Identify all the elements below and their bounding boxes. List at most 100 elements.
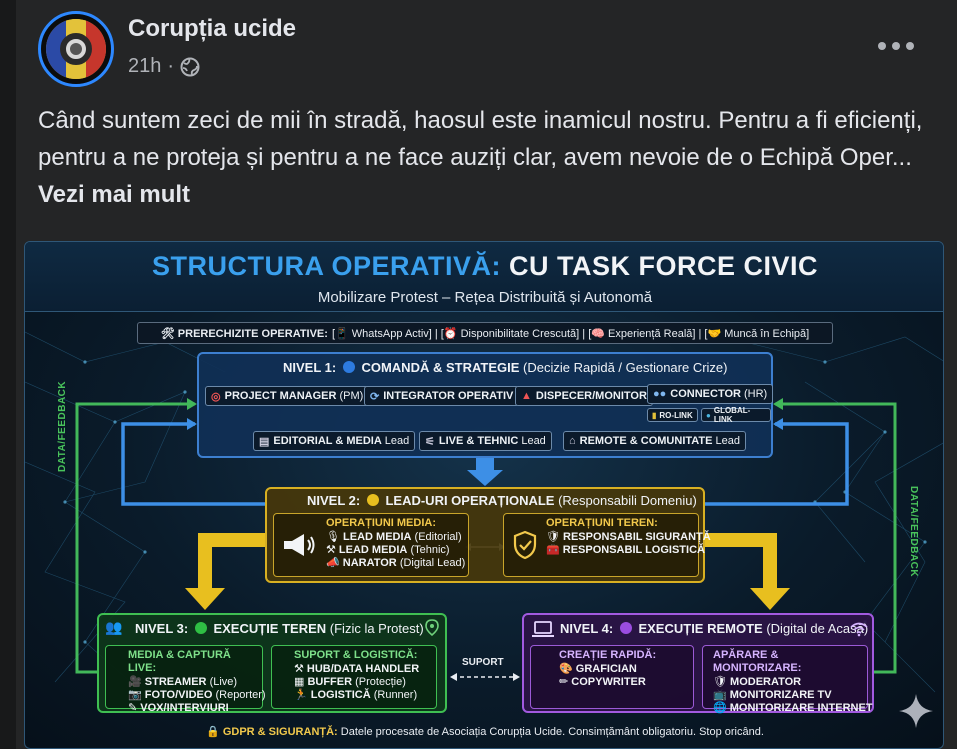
level-4-title: NIVEL 4: EXECUȚIE REMOTE (Digital de Aca… <box>560 621 868 636</box>
role-label: PROJECT MANAGER <box>224 390 337 402</box>
green-circle-icon <box>194 622 207 634</box>
level-2-box: NIVEL 2: LEAD-URI OPERAȚIONALE (Responsa… <box>265 487 711 583</box>
defense-monitoring-panel: APĂRARE & MONITORIZARE: 🛡 MODERATOR 📺 MO… <box>702 645 873 714</box>
dot-icon <box>892 42 900 50</box>
more-options-button[interactable] <box>878 40 914 52</box>
see-more-link[interactable]: Vezi mai mult <box>38 181 191 208</box>
role-connector: ●● CONNECTOR (HR) <box>647 384 774 404</box>
level-note: (Decizie Rapidă / Gestionare Crize) <box>523 360 728 375</box>
support-logistics-panel: SUPORT & LOGISTICĂ: ⚒ HUB/DATA HANDLER ▦… <box>271 645 437 709</box>
sync-icon: ⟳ <box>370 390 380 403</box>
panel-row: ⚒ LEAD MEDIA (Tehnic) <box>326 544 450 556</box>
panel-row: ⚒ HUB/DATA HANDLER <box>294 663 420 675</box>
panel-row: 🌐 MONITORIZARE INTERNET <box>713 702 873 714</box>
level-4-box: NIVEL 4: EXECUȚIE REMOTE (Digital de Aca… <box>522 613 874 714</box>
lead-suffix: Lead <box>384 435 410 447</box>
panel-row: 📣 NARATOR (Digital Lead) <box>326 557 466 569</box>
role-label: INTEGRATOR OPERATIV <box>383 390 514 402</box>
role-integrator: ⟳ INTEGRATOR OPERATIV <box>364 386 520 406</box>
level-note: (Responsabili Domeniu) <box>558 493 697 508</box>
home-icon: ⌂ <box>569 435 576 447</box>
panel-row: 🎥 STREAMER (Live) <box>128 676 238 688</box>
post-time[interactable]: 21h <box>128 55 162 77</box>
level-label: NIVEL 4: <box>560 621 614 636</box>
title-part-2: CU TASK FORCE CIVIC <box>509 251 819 281</box>
post-body: Când suntem zeci de mii în stradă, haosu… <box>38 107 923 171</box>
page-avatar[interactable] <box>38 11 114 87</box>
lead-suffix: Lead <box>521 435 546 447</box>
flag-icon: ▮ <box>652 410 657 420</box>
prereq-items: [📱 WhatsApp Activ] | [⏰ Disponibilitate … <box>331 327 810 340</box>
mic-icon: 🎙 <box>326 531 344 543</box>
badge-label: GLOBAL-LINK <box>713 406 751 424</box>
panel-row: 🛡 MODERATOR <box>713 676 802 688</box>
box-icon: 🧰 <box>546 544 563 556</box>
infographic-title: STRUCTURA OPERATIVĂ: CU TASK FORCE CIVIC <box>25 251 943 282</box>
tools-icon: ⚒ <box>326 544 339 556</box>
wifi-icon <box>850 622 868 637</box>
panel-row: ✎ VOX/INTERVIURI <box>128 702 229 714</box>
level-3-title: NIVEL 3: EXECUȚIE TEREN (Fizic la Protes… <box>135 621 424 636</box>
panel-row: 🏃 LOGISTICĂ (Runner) <box>294 689 418 701</box>
group-icon: 👥 <box>105 619 123 635</box>
megaphone-small-icon: 📣 <box>326 557 343 569</box>
tv-icon: 📺 <box>713 689 730 701</box>
post-text: Când suntem zeci de mii în stradă, haosu… <box>38 102 938 213</box>
infographic-image[interactable]: STRUCTURA OPERATIVĂ: CU TASK FORCE CIVIC… <box>24 241 944 749</box>
pen-icon: ✎ <box>128 702 141 714</box>
gdpr-text: Datele procesate de Asociația Corupția U… <box>340 726 764 738</box>
lead-label: EDITORIAL & MEDIA <box>273 435 382 447</box>
dot-icon <box>906 42 914 50</box>
level-name: COMANDĂ & STRATEGIE <box>361 360 520 375</box>
panel-row: 📷 FOTO/VIDEO (Reporter) <box>128 689 266 701</box>
purple-circle-icon <box>619 622 632 634</box>
level-name: LEAD-URI OPERAȚIONALE <box>385 493 555 508</box>
newspaper-icon: ▤ <box>259 435 270 448</box>
page-name-link[interactable]: Corupția ucide <box>128 15 297 42</box>
level-label: NIVEL 2: <box>307 493 361 508</box>
level-name: EXECUȚIE TEREN <box>213 621 327 636</box>
panel-heading: MEDIA & CAPTURĂ LIVE: <box>128 649 231 674</box>
globe-small-icon: 🌐 <box>713 702 730 714</box>
pencil-icon: ✏ <box>559 676 572 688</box>
target-icon: ◎ <box>211 390 221 403</box>
data-feedback-label-left: DATA/FEEDBACK <box>57 380 68 472</box>
shield-small-icon: 🛡 <box>546 531 564 543</box>
yellow-circle-icon <box>366 494 379 506</box>
panel-row: 📺 MONITORIZARE TV <box>713 689 832 701</box>
title-part-1: STRUCTURA OPERATIVĂ: <box>151 251 501 281</box>
brick-icon: ▦ <box>294 676 308 688</box>
level-1-box: NIVEL 1: COMANDĂ & STRATEGIE (Decizie Ra… <box>197 352 774 458</box>
people-icon: ●● <box>653 388 667 400</box>
meta-separator: · <box>167 55 175 77</box>
role-note: (PM) <box>339 390 364 402</box>
support-label: SUPORT <box>462 657 504 668</box>
antenna-icon: ⚟ <box>425 435 435 448</box>
post-card: Corupția ucide 21h · Când suntem zeci de… <box>16 0 957 749</box>
level-2-title: NIVEL 2: LEAD-URI OPERAȚIONALE (Responsa… <box>307 493 697 508</box>
panel-heading: OPERAȚIUNI TEREN: <box>546 517 658 529</box>
gdpr-footer: 🔒 GDPR & SIGURANȚĂ: Datele procesate de … <box>25 725 943 738</box>
level-note: (Digital de Acasă) <box>766 621 869 636</box>
camera-icon: 📷 <box>128 689 145 701</box>
panel-heading: SUPORT & LOGISTICĂ: <box>294 649 418 661</box>
lead-live-tehnic: ⚟ LIVE & TEHNIC Lead <box>419 431 552 451</box>
post-meta: 21h · <box>128 55 200 78</box>
panel-heading: CREAȚIE RAPIDĂ: <box>559 649 657 661</box>
shield-icon <box>513 530 537 560</box>
role-label: DISPECER/MONITOR <box>535 390 647 402</box>
palette-icon: 🎨 <box>559 663 576 675</box>
video-icon: 🎥 <box>128 676 145 688</box>
level-label: NIVEL 1: <box>283 360 337 375</box>
megaphone-icon <box>284 534 315 556</box>
level-name: EXECUȚIE REMOTE <box>638 621 763 636</box>
lead-label: LIVE & TEHNIC <box>438 435 519 447</box>
data-feedback-label-right: DATA/FEEDBACK <box>908 486 919 578</box>
blue-circle-icon <box>342 361 355 373</box>
sparkle-icon <box>899 694 933 728</box>
avatar-image <box>46 19 106 79</box>
lead-label: REMOTE & COMUNITATE <box>579 435 713 447</box>
role-project-manager: ◎ PROJECT MANAGER (PM) <box>205 386 370 406</box>
laptop-icon <box>532 621 554 637</box>
prerequisites-bar: 🛠 PRERECHIZITE OPERATIVE: [📱 WhatsApp Ac… <box>137 322 833 344</box>
